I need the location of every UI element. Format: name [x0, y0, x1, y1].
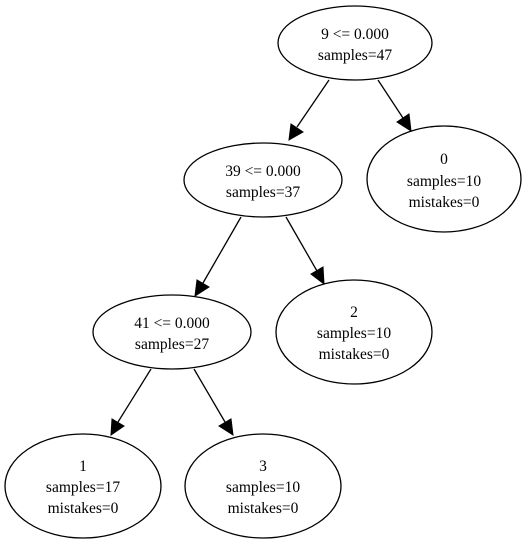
- edge-n41-to-leaf1: [110, 368, 152, 436]
- tree-nodes: 9 <= 0.000 samples=47 39 <= 0.000 sample…: [4, 5, 522, 539]
- node-label-line: samples=10: [226, 479, 300, 496]
- tree-edges: [110, 79, 412, 436]
- node-label-line: samples=27: [135, 336, 209, 353]
- edge-n41-to-leaf3: [193, 368, 234, 436]
- tree-node-root: 9 <= 0.000 samples=47: [277, 5, 433, 81]
- tree-node-n41: 41 <= 0.000 samples=27: [92, 294, 252, 370]
- node-label-line: 0: [440, 151, 448, 168]
- edge-n39-to-n41: [194, 216, 242, 297]
- node-label-line: 2: [350, 304, 358, 321]
- node-label-line: mistakes=0: [228, 500, 299, 517]
- node-label-line: samples=10: [317, 325, 391, 342]
- edge-root-to-leaf0: [377, 79, 412, 132]
- node-label-line: samples=17: [46, 479, 120, 496]
- node-label-line: mistakes=0: [48, 500, 119, 517]
- node-label-line: mistakes=0: [319, 346, 390, 363]
- node-label-line: 3: [259, 458, 267, 475]
- tree-node-leaf2: 2 samples=10 mistakes=0: [275, 279, 433, 385]
- node-label-line: 1: [79, 458, 87, 475]
- tree-node-leaf3: 3 samples=10 mistakes=0: [184, 433, 342, 539]
- edge-n39-to-leaf2: [285, 216, 325, 286]
- node-label-line: samples=10: [407, 173, 481, 190]
- tree-node-leaf1: 1 samples=17 mistakes=0: [4, 433, 162, 539]
- node-label-line: mistakes=0: [409, 194, 480, 211]
- tree-node-n39: 39 <= 0.000 samples=37: [183, 142, 343, 218]
- node-label-line: 41 <= 0.000: [134, 315, 210, 332]
- edge-root-to-n39: [288, 79, 330, 141]
- node-label-line: samples=47: [318, 47, 392, 64]
- node-label-line: 9 <= 0.000: [321, 26, 389, 43]
- node-label-line: 39 <= 0.000: [225, 163, 301, 180]
- node-label-line: samples=37: [226, 184, 300, 201]
- tree-node-leaf0: 0 samples=10 mistakes=0: [366, 125, 522, 233]
